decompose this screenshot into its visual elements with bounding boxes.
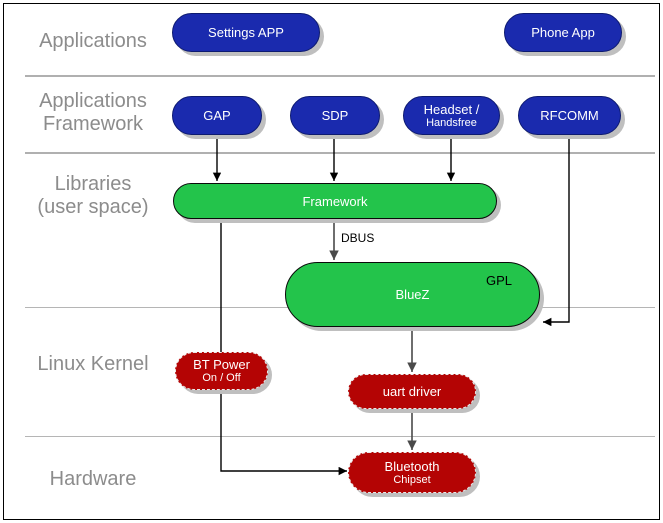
node-body [290,96,380,135]
node-body [518,96,621,135]
edge-framework-to-chipset [220,218,347,476]
node-uart-driver[interactable]: uart driver [348,374,480,413]
node-body [348,452,476,493]
node-body [348,374,476,409]
divider-applications-framework [25,152,655,154]
node-label: SDP [321,108,349,123]
edge-label-dbus: DBUS [341,231,375,245]
node-label: GAP [203,108,231,123]
divider-linux-kernel [25,436,655,437]
node-rfcomm[interactable]: RFCOMM [518,96,625,139]
band-label-applications-framework: Applications Framework [39,90,147,135]
band-label-linux-kernel: Linux Kernel [37,353,149,375]
divider-applications [25,75,655,77]
node-settings-app[interactable]: Settings APP [172,13,324,56]
node-sdp[interactable]: SDP [290,96,384,139]
band-label-libraries: Libraries (user space) [37,173,149,218]
node-badge-gpl: GPL [485,273,512,288]
node-bt-power[interactable]: BT Power On / Off [175,352,272,394]
node-label: Bluetooth [384,458,440,474]
node-label: BT Power [193,357,250,372]
node-label: RFCOMM [540,108,599,123]
node-sublabel: Chipset [393,473,431,486]
node-sublabel: On / Off [202,372,241,384]
band-label-hardware: Hardware [49,468,137,490]
node-bluez[interactable]: BlueZ GPL [285,262,544,331]
node-gap[interactable]: GAP [172,96,266,139]
node-body [504,13,622,52]
node-body [172,96,262,135]
node-body [172,13,320,52]
node-label: BlueZ [395,287,430,302]
node-body [173,183,497,219]
node-bluetooth-chipset[interactable]: Bluetooth Chipset [348,452,480,497]
node-body [285,262,540,327]
node-label: Framework [302,193,368,209]
node-sublabel: Handsfree [426,116,477,129]
band-label-applications: Applications [39,30,147,52]
edge-rfcomm-to-bluez [543,136,570,327]
node-headset-handsfree[interactable]: Headset / Handsfree [403,96,504,139]
node-label: Phone App [531,25,595,40]
node-body [175,352,268,390]
node-label: Settings APP [208,25,284,40]
node-body [403,96,500,135]
node-framework[interactable]: Framework [173,183,501,223]
node-label: Headset / [423,101,480,117]
node-label: uart driver [382,384,442,399]
node-phone-app[interactable]: Phone App [504,13,626,56]
